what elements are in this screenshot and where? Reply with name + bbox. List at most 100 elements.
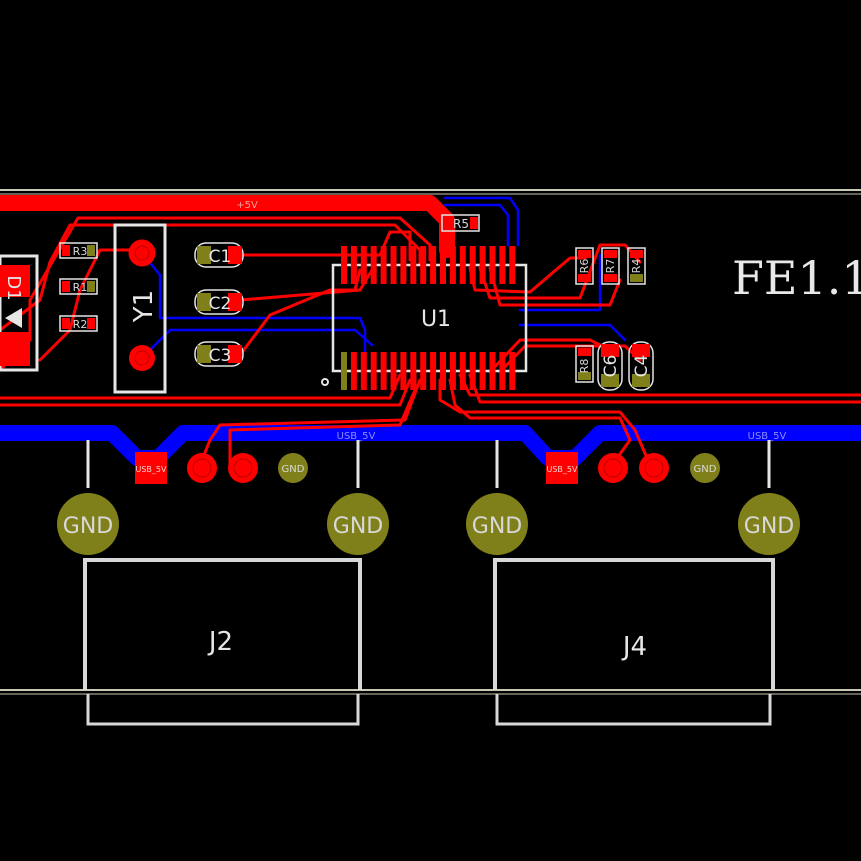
r3-resistor[interactable]: R3 [59,242,98,259]
signal-trace [468,373,861,404]
u1-pin [400,246,407,284]
u1-pin [489,246,496,284]
u1-pin [360,352,367,390]
u1-pin [430,246,437,284]
j4-usb-pad-label: USB_5V [547,465,579,474]
bottom-copper-layer [0,196,861,466]
c6-label: C6 [601,355,621,378]
u1-pin [370,352,377,390]
r7-resistor[interactable]: R7 [601,247,620,285]
u1-label: U1 [421,307,451,332]
c2-capacitor[interactable]: C2 [194,289,244,315]
u1-pin [420,246,427,284]
vcc-5v-trace [0,195,455,258]
j2-gnd-right-label: GND [333,514,383,539]
r8-resistor[interactable]: R8 [575,345,594,383]
signal-trace [488,266,622,307]
j2-gnd-small-label: GND [282,464,305,475]
c6-capacitor[interactable]: C6 [597,341,623,391]
c4-capacitor[interactable]: C4 [628,341,654,391]
signal-trace [238,263,377,302]
u1-pin [410,246,417,284]
c1-capacitor[interactable]: C1 [194,242,244,268]
u1-pin [360,246,367,284]
pin1-marker-icon [321,378,329,386]
signal-trace [198,378,422,467]
signal-trace-blue [443,203,510,247]
signal-trace [0,378,412,407]
u1-pin [350,246,357,284]
d1-label: D1 [3,275,24,300]
u1-pin [469,352,476,390]
j4-gnd-right-label: GND [744,514,794,539]
board-outline [0,189,861,695]
u1-bottom-pins [341,352,516,390]
u1-pin [350,352,357,390]
signal-trace-blue [518,253,602,312]
u1-ic[interactable]: U1 [321,246,528,390]
signal-trace-blue [140,328,374,360]
u1-pin [420,352,427,390]
j4-gnd-small-label: GND [694,464,717,475]
r5-label: R5 [453,217,469,231]
board-revision-label: FE1.1 [732,251,861,305]
signal-trace [238,230,412,262]
signal-trace-blue [443,196,520,247]
u1-pin [499,352,506,390]
r1-label: R1 [73,281,88,294]
u1-pin [469,246,476,284]
r6-resistor[interactable]: R6 [575,247,594,285]
u1-pin [509,246,516,284]
signal-trace [38,248,144,362]
signal-trace [448,378,632,467]
u1-pin [380,246,387,284]
r3-label: R3 [73,245,88,258]
u1-pin [380,352,387,390]
usb-net-label-right: USB_5V [748,431,787,442]
r4-resistor[interactable]: R4 [627,247,646,285]
j2-label: J2 [207,627,233,657]
signal-trace-blue [518,323,627,342]
u1-pin [479,246,486,284]
y1-label: Y1 [129,290,159,323]
u1-pin [449,352,456,390]
u1-pin [341,246,347,284]
u1-pin [499,246,506,284]
r2-resistor[interactable]: R2 [59,315,98,332]
u1-pin [400,352,407,390]
c3-capacitor[interactable]: C3 [194,341,244,367]
j2-usb-pad-label: USB_5V [136,465,168,474]
r2-label: R2 [73,318,88,331]
j2-usb-connector[interactable]: USB_5V GND GND GND J2 [57,440,389,726]
r5-resistor[interactable]: R5 [441,214,480,232]
r7-label: R7 [604,259,617,274]
signal-trace [0,223,422,332]
j4-label: J4 [621,632,647,662]
top-copper-layer [0,195,861,467]
j4-gnd-left-label: GND [472,514,522,539]
signal-trace [0,373,402,400]
signal-trace-blue [140,251,367,362]
u1-pin [489,352,496,390]
y1-crystal[interactable]: Y1 [113,223,167,394]
r1-resistor[interactable]: R1 [59,278,98,295]
u1-pin [449,246,456,284]
r4-label: R4 [630,259,643,274]
u1-pin [341,352,347,390]
c4-label: C4 [632,355,652,378]
signal-trace [458,373,861,397]
u1-pin [509,352,516,390]
u1-pin [390,352,397,390]
d1-diode[interactable]: D1 [0,254,39,372]
u1-pin [479,352,486,390]
u1-pin [390,246,397,284]
j4-usb-connector[interactable]: USB_5V GND GND GND J4 [466,440,800,726]
u1-top-pins [341,246,516,284]
u1-pin [459,352,466,390]
u1-pin [430,352,437,390]
u1-pin [440,352,446,390]
j2-gnd-left-label: GND [63,514,113,539]
r6-label: R6 [578,259,591,274]
u1-pin [459,246,466,284]
